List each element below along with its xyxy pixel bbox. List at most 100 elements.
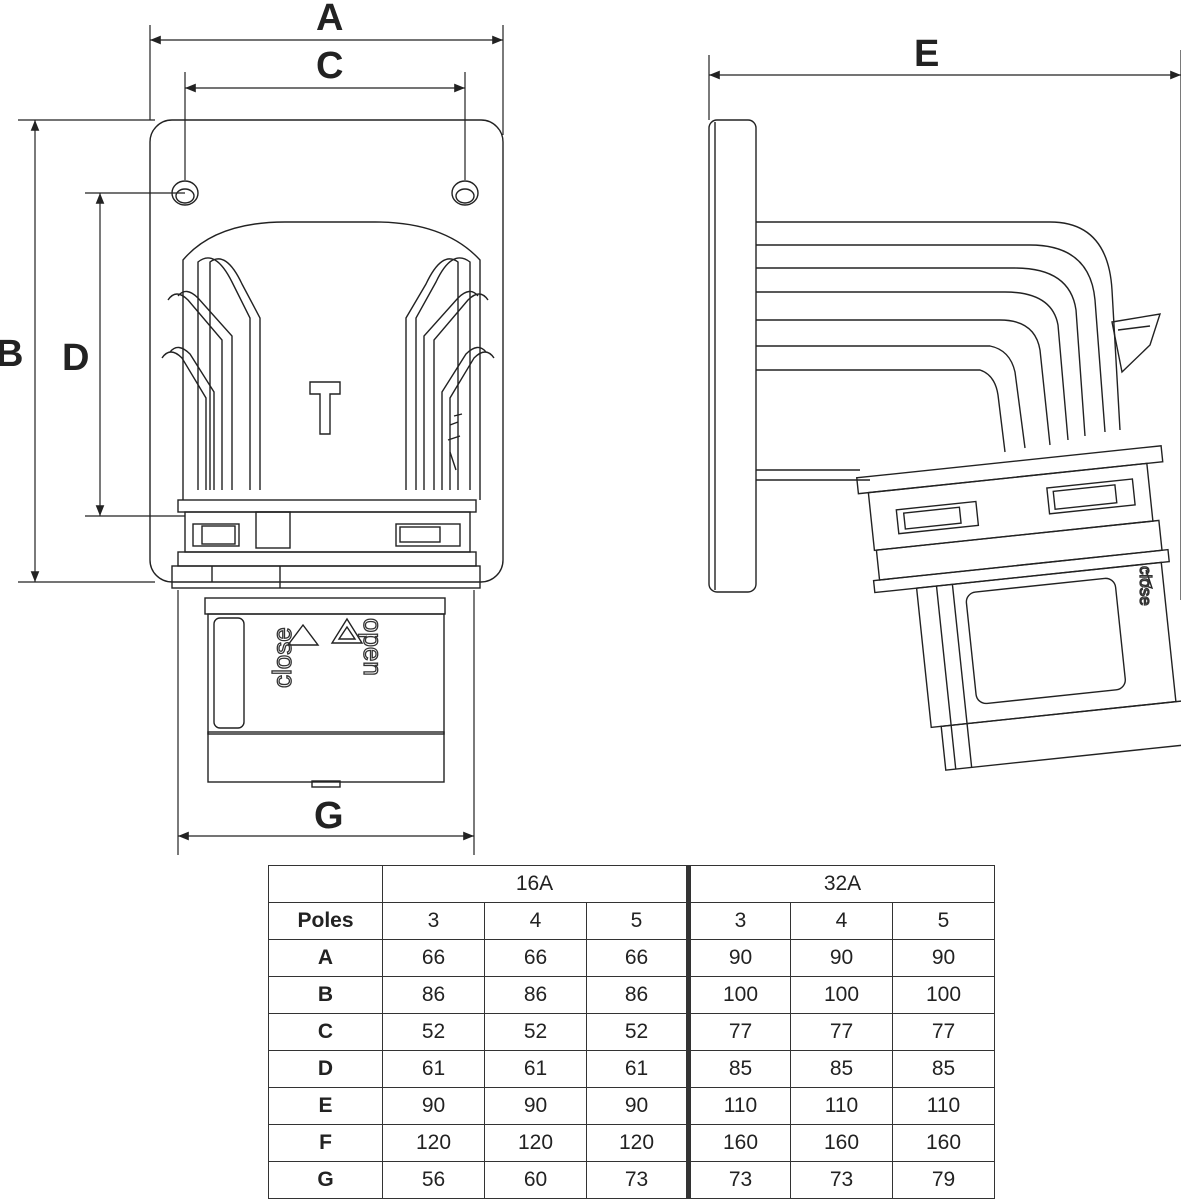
side-collar-top (855, 445, 1164, 495)
poles-cell: 5 (586, 902, 689, 940)
poles-label: Poles (268, 902, 383, 940)
front-cap-body (207, 613, 445, 735)
earth-pin-symbol (309, 381, 341, 435)
table-cell: 73 (586, 1161, 689, 1199)
dimension-label-e: E (914, 33, 939, 75)
table-cell: 90 (790, 939, 893, 977)
side-cable-bundle (756, 221, 1121, 453)
front-cable-ribs-right (405, 257, 495, 490)
table-cell: 90 (586, 1087, 689, 1125)
table-cell: 86 (382, 976, 485, 1014)
row-label: F (268, 1124, 383, 1162)
dimension-label-g: G (314, 795, 344, 837)
front-slot-center (255, 511, 291, 549)
table-cell: 90 (686, 939, 791, 977)
table-cell: 90 (382, 1087, 485, 1125)
row-label: B (268, 976, 383, 1014)
table-row: C 52 52 52 77 77 77 (268, 1013, 995, 1051)
table-cell: 52 (382, 1013, 485, 1051)
table-cell: 73 (686, 1161, 791, 1199)
close-triangle-icon (286, 623, 320, 646)
front-slot-right (395, 523, 461, 547)
table-cell: 120 (484, 1124, 587, 1162)
front-cap-window (213, 617, 245, 729)
technical-drawing: A C B D E G close open close (0, 0, 1181, 855)
table-cell: 110 (790, 1087, 893, 1125)
front-cap-bottom (207, 731, 445, 783)
close-engraving: close (267, 627, 297, 688)
table-cell: 100 (790, 976, 893, 1014)
table-cell: 79 (892, 1161, 995, 1199)
table-row: A 66 66 66 90 90 90 (268, 939, 995, 977)
table-cell: 160 (892, 1124, 995, 1162)
dimension-label-d: D (62, 337, 89, 379)
table-row: D 61 61 61 85 85 85 (268, 1050, 995, 1088)
table-cell: 77 (686, 1013, 791, 1051)
table-cell: 85 (686, 1050, 791, 1088)
mounting-hole-right (451, 180, 479, 206)
dimension-label-c: C (316, 45, 343, 87)
table-cell: 66 (586, 939, 689, 977)
table-row: F 120 120 120 160 160 160 (268, 1124, 995, 1162)
side-cap-bottom (940, 700, 1181, 771)
table-cell: 85 (790, 1050, 893, 1088)
row-label: E (268, 1087, 383, 1125)
table-cell: 52 (586, 1013, 689, 1051)
table-cell: 66 (484, 939, 587, 977)
front-cap-nub (311, 780, 341, 788)
row-label: A (268, 939, 383, 977)
row-label: D (268, 1050, 383, 1088)
side-slot-left (895, 500, 980, 535)
side-cap-window (965, 577, 1126, 705)
poles-cell: 4 (790, 902, 893, 940)
side-latch-tab (1111, 313, 1162, 374)
side-close-arrow (1139, 569, 1154, 590)
side-view (708, 119, 1181, 771)
row-label: G (268, 1161, 383, 1199)
poles-cell: 3 (382, 902, 485, 940)
poles-cell: 4 (484, 902, 587, 940)
front-slot-left (192, 523, 240, 547)
row-label: C (268, 1013, 383, 1051)
front-collar-top (177, 499, 477, 513)
table-cell: 110 (686, 1087, 791, 1125)
table-row: G 56 60 73 73 73 79 (268, 1161, 995, 1199)
table-cell: 77 (790, 1013, 893, 1051)
table-row: E 90 90 90 110 110 110 (268, 1087, 995, 1125)
group-header-32a: 32A (686, 865, 995, 903)
table-cell: 61 (382, 1050, 485, 1088)
front-collar-bottom (177, 551, 477, 567)
poles-cell: 5 (892, 902, 995, 940)
group-header-16a: 16A (382, 865, 689, 903)
side-mounting-plate (708, 119, 757, 593)
table-cell: 77 (892, 1013, 995, 1051)
table-cell: 120 (586, 1124, 689, 1162)
table-cell: 90 (484, 1087, 587, 1125)
side-close-engraving: close (1136, 566, 1155, 606)
open-triangle-icon (330, 617, 364, 644)
table-cell: 73 (790, 1161, 893, 1199)
table-cell: 86 (484, 976, 587, 1014)
table-corner-cell (268, 865, 383, 903)
table-cell: 100 (892, 976, 995, 1014)
dimension-label-a: A (316, 0, 343, 39)
front-flange (171, 565, 481, 589)
table-cell: 52 (484, 1013, 587, 1051)
table-cell: 66 (382, 939, 485, 977)
front-mounting-plate (149, 119, 504, 583)
dimension-lines (18, 25, 1181, 855)
table-poles-row: Poles 3 4 5 3 4 5 (268, 902, 995, 940)
table-cell: 160 (790, 1124, 893, 1162)
front-cap-ring (204, 597, 446, 615)
table-cell: 160 (686, 1124, 791, 1162)
table-cell: 86 (586, 976, 689, 1014)
side-slot-right (1046, 478, 1136, 515)
table-cell: 120 (382, 1124, 485, 1162)
table-cell: 56 (382, 1161, 485, 1199)
dimensions-table: 16A 32A Poles 3 4 5 3 4 5 A 66 66 66 90 … (268, 865, 995, 1199)
poles-cell: 3 (686, 902, 791, 940)
table-row: B 86 86 86 100 100 100 (268, 976, 995, 1014)
side-collar-bottom (875, 519, 1163, 581)
front-view (149, 119, 504, 788)
table-cell: 110 (892, 1087, 995, 1125)
